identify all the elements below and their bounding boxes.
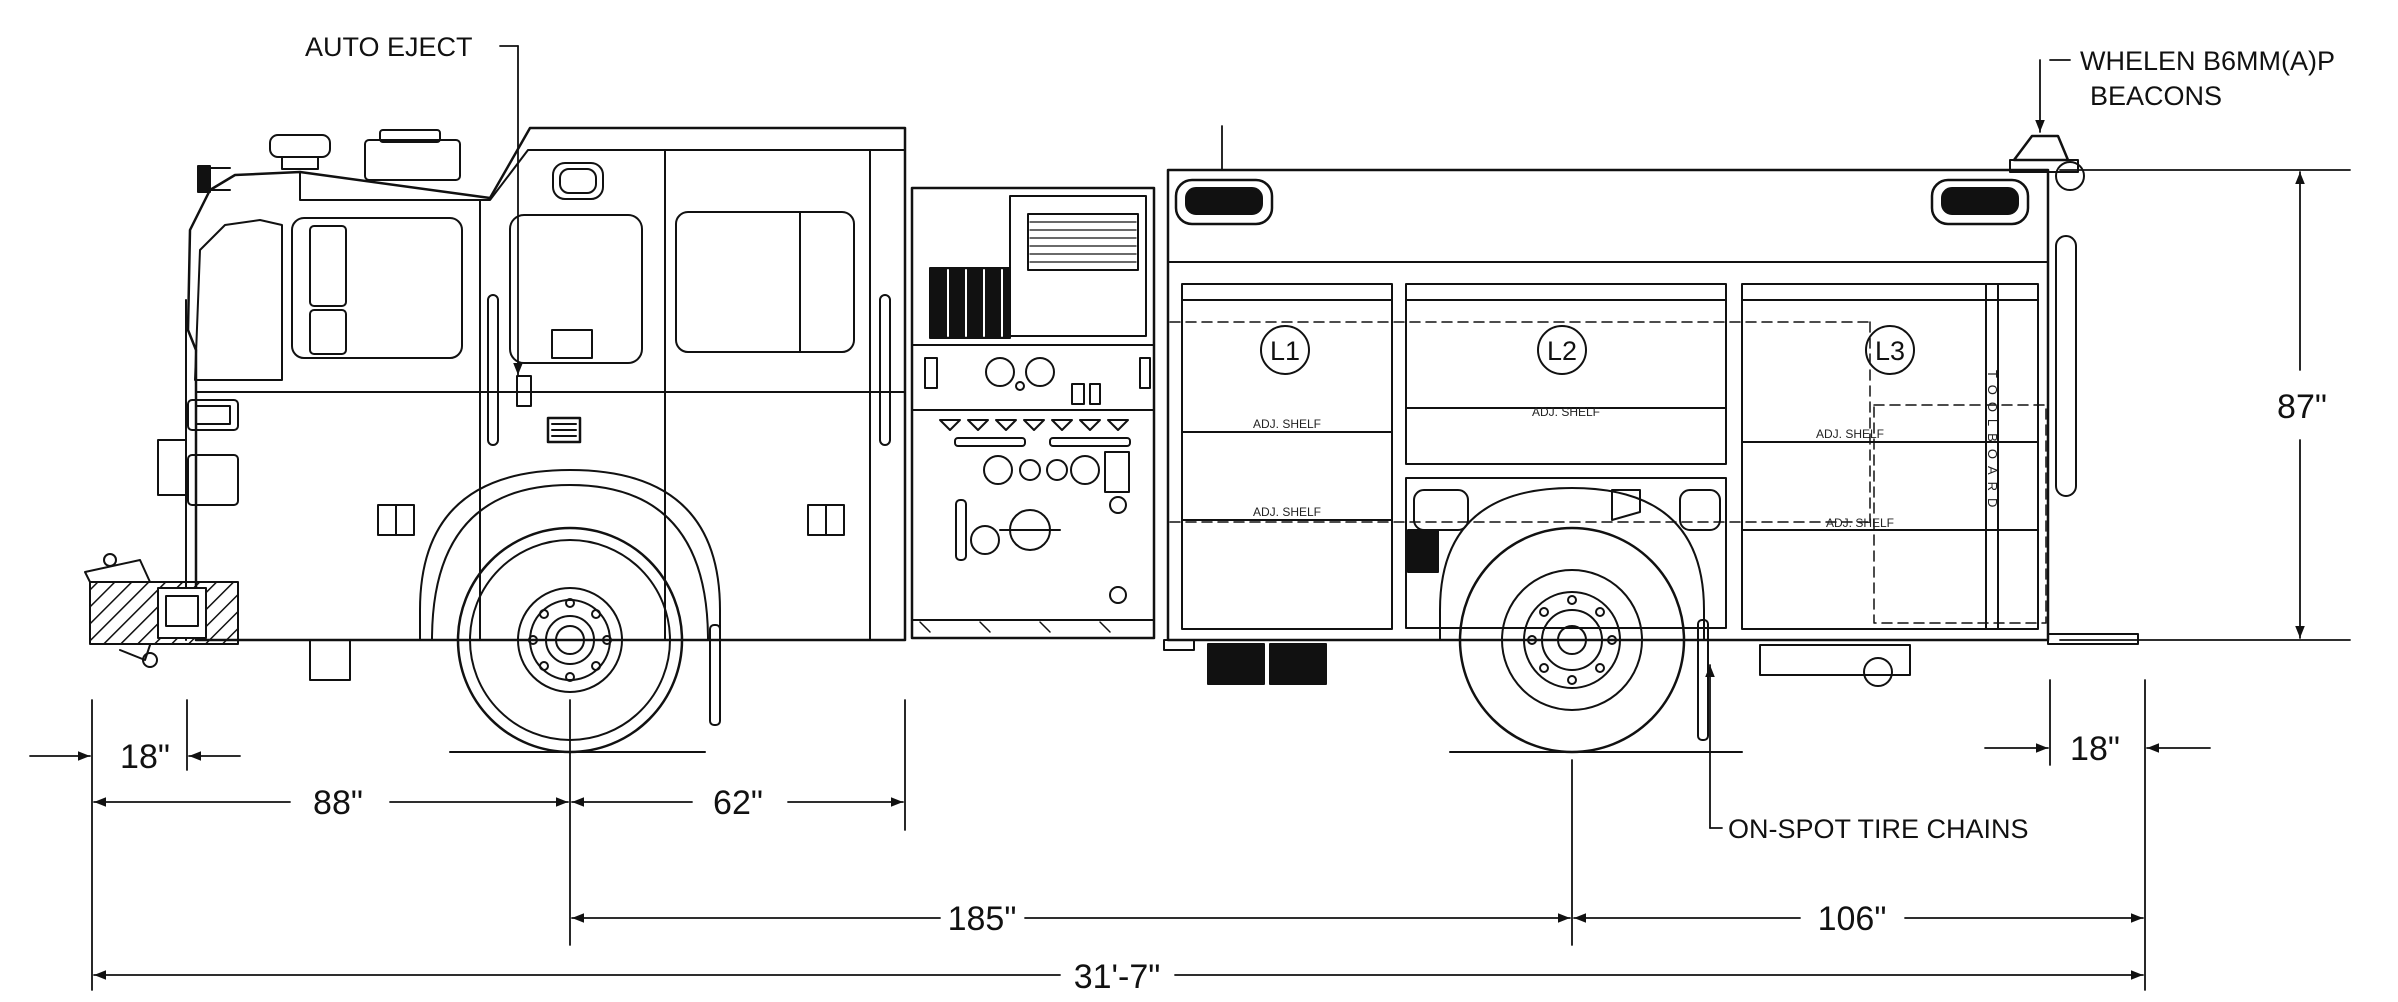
rear-wheel: [1407, 526, 1743, 754]
front-bumper: [84, 553, 239, 668]
shelf-label-l2: ADJ. SHELF: [1532, 405, 1600, 419]
apparatus-body: [1163, 134, 2139, 687]
beacons-callout-line1: WHELEN B6MM(A)P: [2080, 46, 2335, 76]
compartment-label-l1: L1: [1270, 336, 1300, 366]
shelf-label-l3-lower: ADJ. SHELF: [1826, 516, 1894, 530]
shelf-label-l1-lower: ADJ. SHELF: [1253, 505, 1321, 519]
cab: [157, 126, 907, 642]
front-wheel: [309, 469, 721, 754]
dimension-rear-step: 18": [2070, 730, 2120, 768]
callout-leaders: [499, 45, 2071, 829]
dimension-axle-to-pump: 62": [713, 784, 763, 822]
dimension-front-overhang: 18": [120, 738, 170, 776]
auto-eject-callout: AUTO EJECT: [305, 32, 473, 62]
dimension-lines: [29, 169, 2351, 991]
beacons-callout-line2: BEACONS: [2090, 81, 2222, 111]
shelf-label-l1-upper: ADJ. SHELF: [1253, 417, 1321, 431]
compartment-markers: [1260, 325, 1915, 375]
pump-panel: [910, 186, 1156, 640]
dimension-wheelbase: 185": [948, 900, 1017, 938]
shelf-label-l3-upper: ADJ. SHELF: [1816, 427, 1884, 441]
compartment-label-l3: L3: [1875, 336, 1905, 366]
tire-chains-callout: ON-SPOT TIRE CHAINS: [1728, 814, 2029, 844]
dimension-rear-overhang: 106": [1818, 900, 1887, 938]
dimension-cab-to-axle: 88": [313, 784, 363, 822]
dimension-overall-length: 31'-7": [1074, 958, 1161, 996]
compartment-label-l2: L2: [1547, 336, 1577, 366]
dimension-body-height: 87": [2277, 388, 2327, 426]
toolboard-label: TOOLBOARD: [1985, 370, 2000, 514]
